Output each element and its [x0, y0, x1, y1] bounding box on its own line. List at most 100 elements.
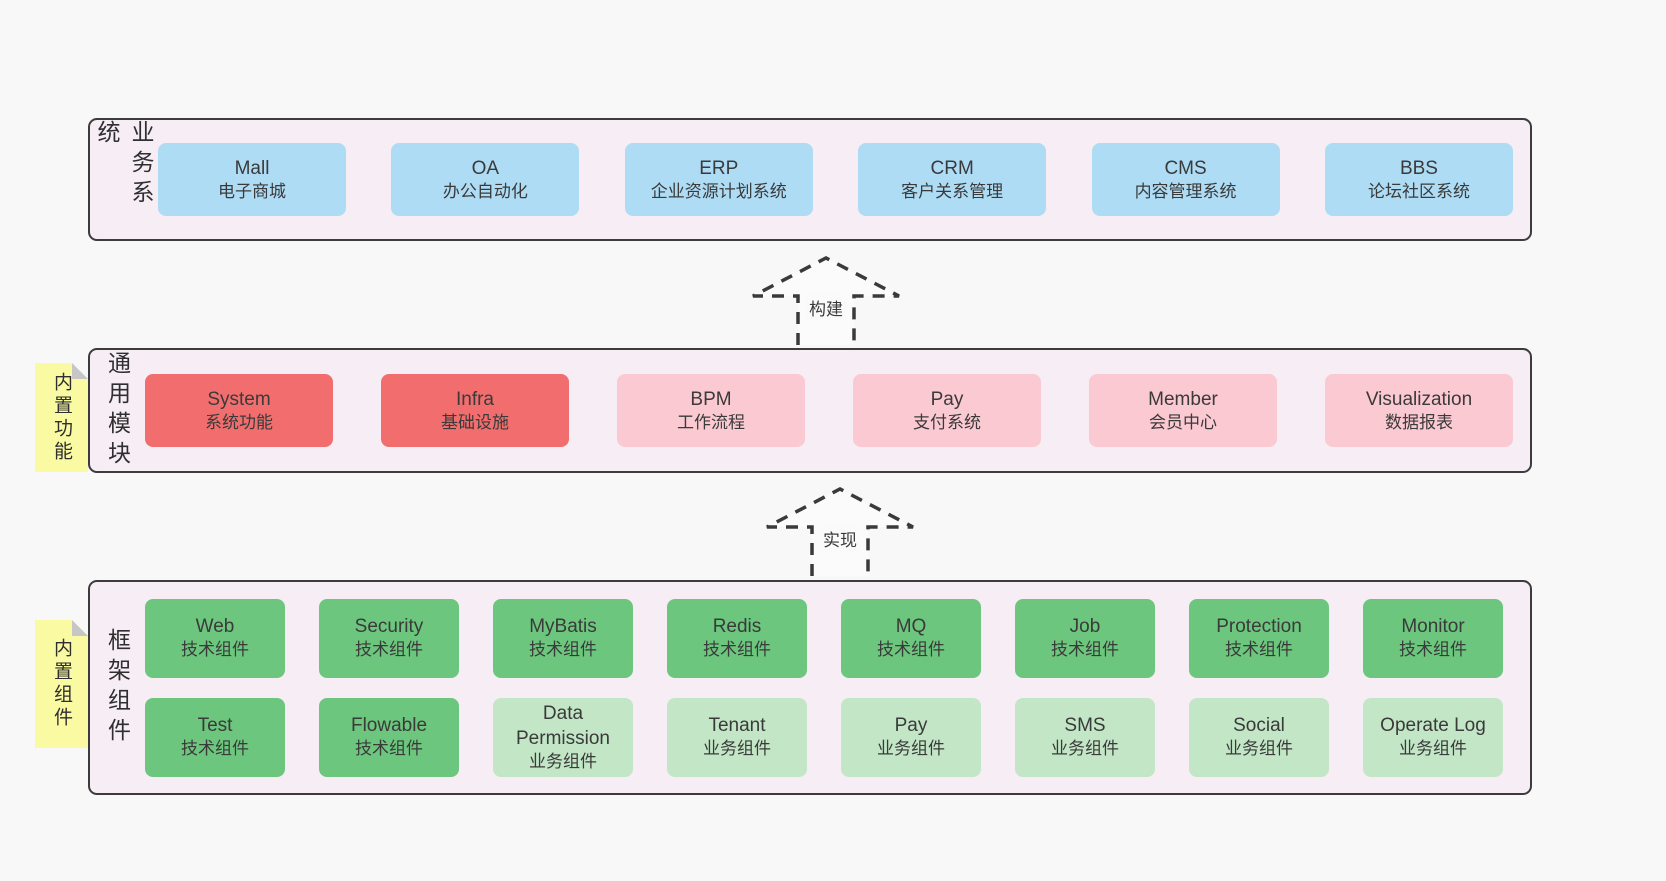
- box-subtitle: 办公自动化: [442, 181, 528, 201]
- box-title: Pay: [894, 715, 928, 737]
- box-infra: Infra 基础设施: [381, 374, 569, 447]
- box-subtitle: 业务组件: [1399, 739, 1467, 759]
- box-operate-log: Operate Log 业务组件: [1363, 697, 1503, 777]
- box-mall: Mall 电子商城: [158, 143, 346, 216]
- implement-arrow-label: 实现: [820, 525, 860, 552]
- box-bbs: BBS 论坛社区系统: [1324, 143, 1513, 216]
- box-title: Redis: [712, 616, 762, 638]
- box-erp: ERP 企业资源计划系统: [624, 143, 813, 216]
- band-business-content: Mall 电子商城 OA 办公自动化 ERP 企业资源计划系统 CRM 客户关系…: [158, 120, 1530, 239]
- box-subtitle: 内容管理系统: [1134, 181, 1237, 201]
- box-subtitle: 业务组件: [1225, 739, 1293, 759]
- sticky-note-label: 内置功能: [51, 371, 72, 464]
- box-title: Pay: [930, 388, 964, 410]
- box-subtitle: 业务组件: [703, 739, 771, 759]
- box-subtitle: 企业资源计划系统: [650, 181, 787, 201]
- box-subtitle: 技术组件: [181, 739, 249, 759]
- band-label-modules: 通用模块: [104, 350, 131, 471]
- sticky-fold-icon: [72, 620, 88, 636]
- box-subtitle: 会员中心: [1149, 412, 1217, 432]
- box-mybatis: MyBatis 技术组件: [493, 598, 633, 678]
- box-member: Member 会员中心: [1089, 374, 1277, 447]
- box-title: System: [207, 388, 271, 410]
- box-sms: SMS 业务组件: [1015, 697, 1155, 777]
- box-subtitle: 业务组件: [1051, 739, 1119, 759]
- sticky-note-label: 内置组件: [51, 638, 72, 730]
- band-modules-content: System 系统功能 Infra 基础设施 BPM 工作流程 Pay 支付系统…: [145, 350, 1530, 471]
- box-data-permission: Data Permission 业务组件: [493, 697, 633, 777]
- box-subtitle: 业务组件: [529, 751, 597, 771]
- band-label-components: 框架组件: [104, 627, 131, 748]
- box-subtitle: 技术组件: [355, 640, 423, 660]
- box-title: Operate Log: [1380, 715, 1486, 737]
- box-title: Mall: [234, 157, 270, 179]
- box-title: BPM: [690, 388, 732, 410]
- box-redis: Redis 技术组件: [667, 598, 807, 678]
- box-title: Tenant: [708, 715, 766, 737]
- band-business-label-zone: 业务系统: [90, 120, 158, 239]
- box-title: Infra: [455, 388, 495, 410]
- box-title: SMS: [1064, 715, 1106, 737]
- box-subtitle: 支付系统: [913, 412, 981, 432]
- box-subtitle: 客户关系管理: [901, 181, 1004, 201]
- box-title: Test: [197, 715, 233, 737]
- band-framework-components: 框架组件 Web 技术组件 Security 技术组件 MyBatis 技术组件…: [88, 580, 1532, 795]
- box-pay-component: Pay 业务组件: [841, 697, 981, 777]
- box-subtitle: 工作流程: [677, 412, 745, 432]
- box-test: Test 技术组件: [145, 697, 285, 777]
- sticky-fold-icon: [72, 363, 88, 379]
- box-bpm: BPM 工作流程: [617, 374, 805, 447]
- build-arrow: 构建: [750, 255, 902, 347]
- box-title: BBS: [1399, 157, 1438, 179]
- box-title: Visualization: [1365, 388, 1473, 410]
- box-title: Job: [1069, 616, 1101, 638]
- band-common-modules: 通用模块 System 系统功能 Infra 基础设施 BPM 工作流程 Pay…: [88, 348, 1532, 473]
- band-business-systems: 业务系统 Mall 电子商城 OA 办公自动化 ERP 企业资源计划系统 CRM…: [88, 118, 1532, 241]
- box-title: Flowable: [350, 715, 428, 737]
- build-arrow-label: 构建: [806, 294, 846, 321]
- sticky-note-builtin-components: 内置组件: [35, 620, 88, 748]
- box-visualization: Visualization 数据报表: [1325, 374, 1513, 447]
- components-row-2: Test 技术组件 Flowable 技术组件 Data Permission …: [145, 697, 1503, 777]
- box-subtitle: 技术组件: [1051, 640, 1119, 660]
- box-title: CMS: [1164, 157, 1207, 179]
- box-flowable: Flowable 技术组件: [319, 697, 459, 777]
- box-title: Monitor: [1401, 616, 1465, 638]
- box-subtitle: 技术组件: [1225, 640, 1293, 660]
- band-components-label-zone: 框架组件: [90, 582, 145, 793]
- box-subtitle: 数据报表: [1385, 412, 1453, 432]
- box-subtitle: 业务组件: [877, 739, 945, 759]
- box-web: Web 技术组件: [145, 598, 285, 678]
- box-monitor: Monitor 技术组件: [1363, 598, 1503, 678]
- box-subtitle: 论坛社区系统: [1367, 181, 1470, 201]
- box-title: ERP: [699, 157, 739, 179]
- box-title: MyBatis: [529, 616, 597, 638]
- box-subtitle: 技术组件: [703, 640, 771, 660]
- box-oa: OA 办公自动化: [391, 143, 580, 216]
- box-social: Social 业务组件: [1189, 697, 1329, 777]
- box-crm: CRM 客户关系管理: [858, 143, 1047, 216]
- box-mq: MQ 技术组件: [841, 598, 981, 678]
- box-subtitle: 基础设施: [441, 412, 509, 432]
- box-title: Social: [1233, 715, 1285, 737]
- box-subtitle: 技术组件: [877, 640, 945, 660]
- box-title: MQ: [895, 616, 927, 638]
- box-title: Member: [1148, 388, 1218, 410]
- box-title: Data Permission: [516, 702, 610, 749]
- band-modules-label-zone: 通用模块: [90, 350, 145, 471]
- box-title: OA: [471, 157, 500, 179]
- box-title: CRM: [930, 157, 974, 179]
- components-row-1: Web 技术组件 Security 技术组件 MyBatis 技术组件 Redi…: [145, 598, 1503, 678]
- box-job: Job 技术组件: [1015, 598, 1155, 678]
- box-subtitle: 技术组件: [529, 640, 597, 660]
- box-subtitle: 技术组件: [181, 640, 249, 660]
- box-system: System 系统功能: [145, 374, 333, 447]
- box-title: Security: [354, 616, 424, 638]
- box-title: Protection: [1216, 616, 1302, 638]
- box-title: Web: [195, 616, 235, 638]
- sticky-note-builtin-features: 内置功能: [35, 363, 88, 472]
- box-tenant: Tenant 业务组件: [667, 697, 807, 777]
- implement-arrow: 实现: [764, 486, 916, 578]
- box-subtitle: 技术组件: [1399, 640, 1467, 660]
